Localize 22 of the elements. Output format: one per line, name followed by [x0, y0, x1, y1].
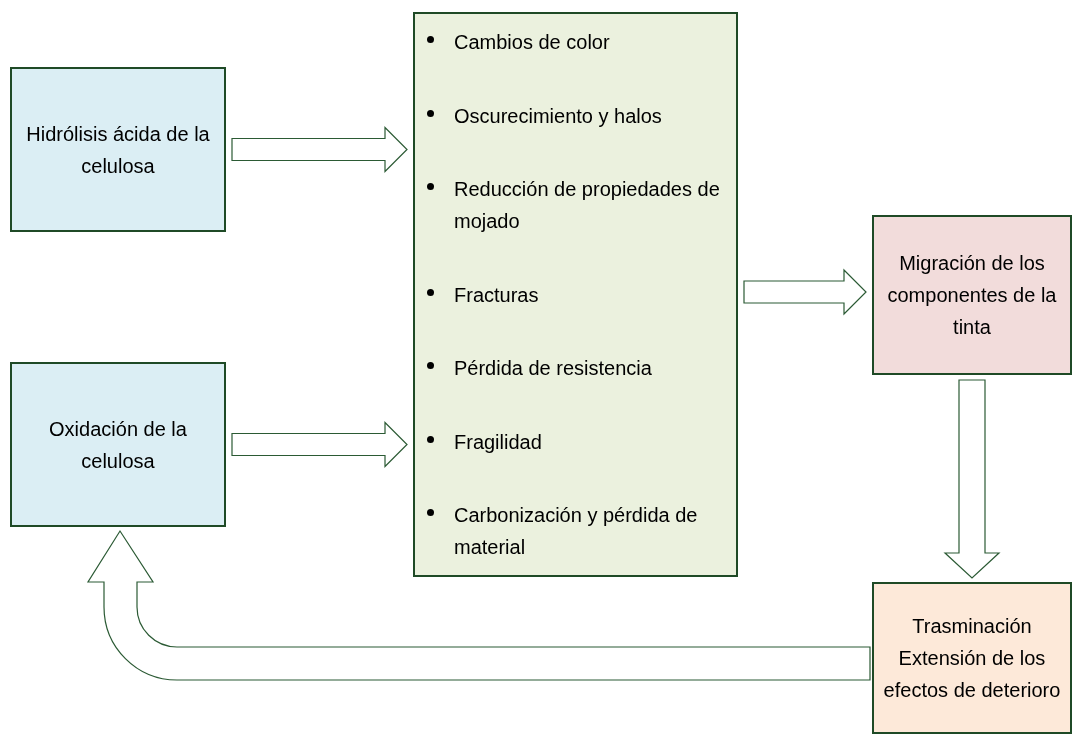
list-item: Reducción de propiedades de mojado [454, 177, 721, 234]
box-text: Trasminación [912, 614, 1032, 639]
list-item: Fracturas [454, 282, 539, 308]
effects-list-box [413, 12, 738, 577]
process-box [872, 215, 1072, 375]
box-text: Hidrólisis ácida de la celulosa [25, 121, 211, 179]
list-item: Oscurecimiento y halos [454, 103, 662, 129]
list-item: Fragilidad [454, 429, 542, 455]
box-text: Oxidación de la celulosa [48, 416, 188, 474]
block-arrow [943, 379, 1001, 579]
box-text: Migración de los componentes de la tinta [886, 251, 1058, 340]
list-item: Carbonización y pérdida de material [454, 503, 699, 560]
block-arrow [231, 421, 408, 468]
block-arrow [87, 530, 871, 681]
process-box [10, 362, 226, 527]
process-box [10, 67, 226, 232]
block-arrow [743, 268, 867, 316]
box-text: Extensión de los efectos de deterioro [882, 646, 1062, 703]
block-arrow [231, 126, 408, 173]
list-item: Cambios de color [454, 30, 610, 55]
process-box [872, 582, 1072, 734]
list-item: Pérdida de resistencia [454, 356, 652, 381]
